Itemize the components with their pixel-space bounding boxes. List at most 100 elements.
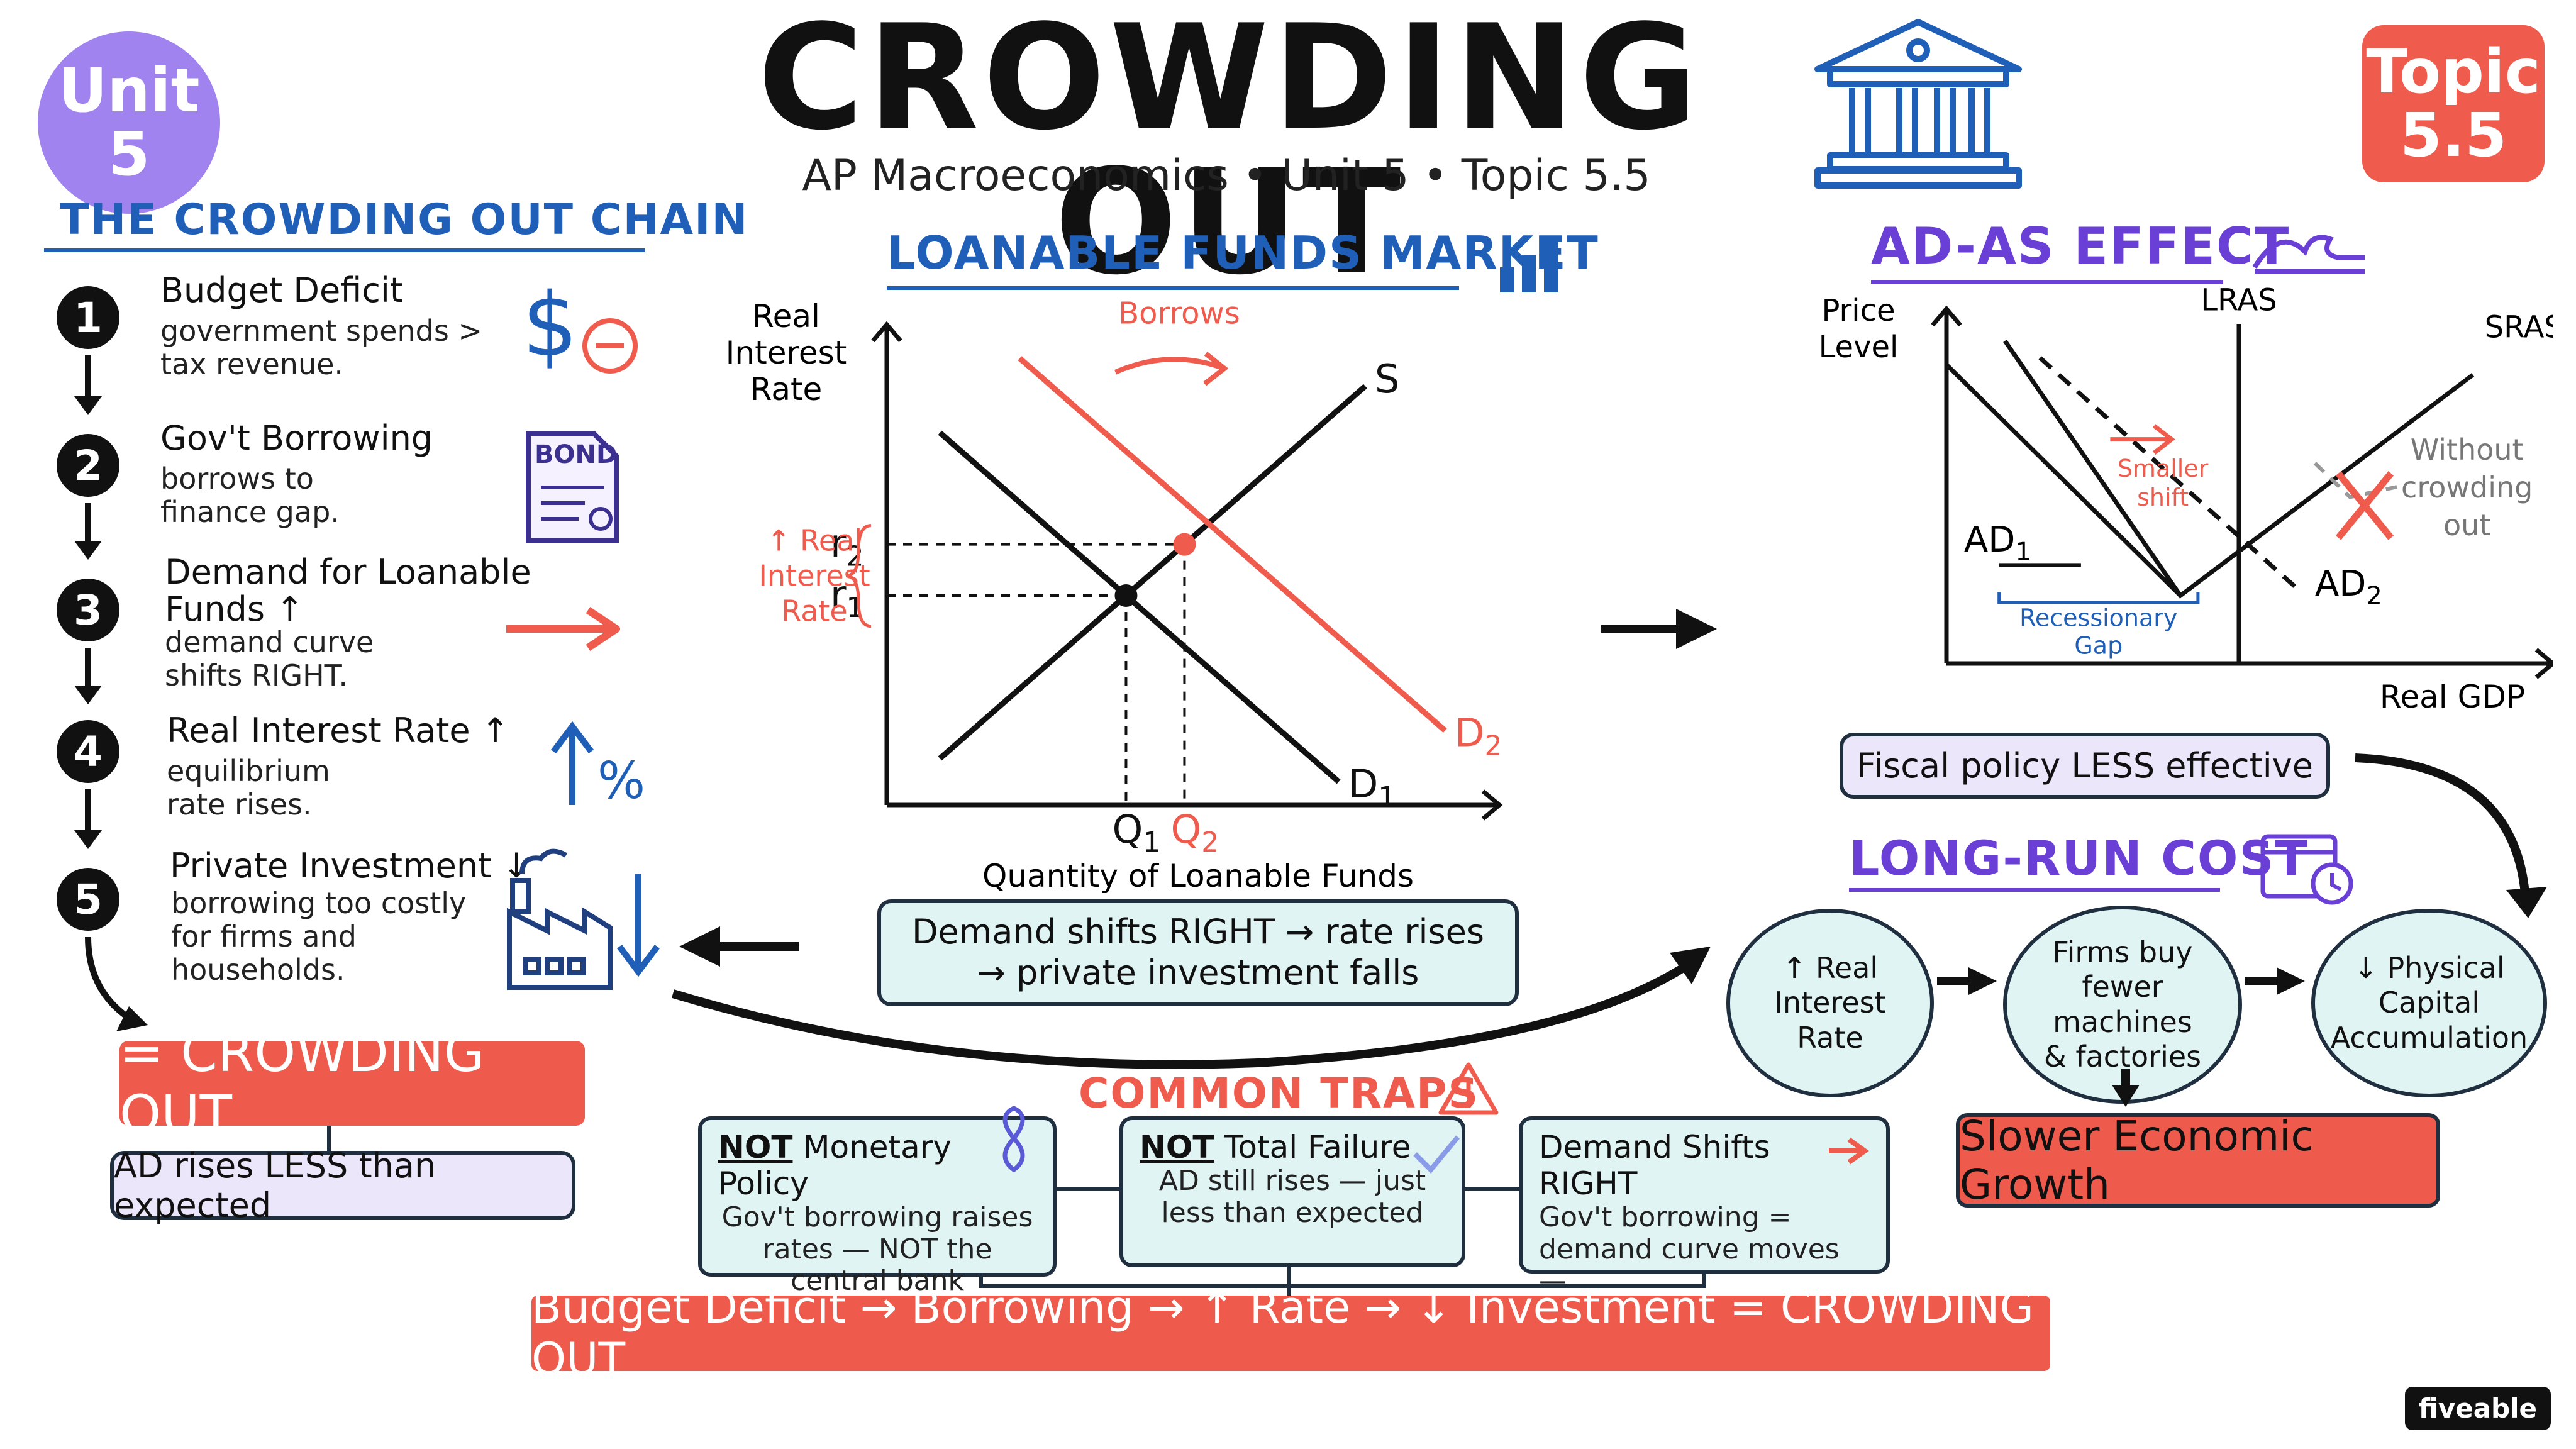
- adas-cross-line-2: [2335, 471, 2394, 540]
- loanable-caption: Demand shifts RIGHT → rate rises → priva…: [877, 899, 1519, 1006]
- lf-shift-arrowhead: [1203, 352, 1229, 386]
- step-1-number: 1: [57, 286, 119, 349]
- chain-title-underline: [44, 248, 645, 252]
- fiscal-policy-note: Fiscal policy LESS effective: [1840, 733, 2330, 799]
- adas-ghost-shift: [2313, 462, 2397, 499]
- adas-curve-ad1: [1945, 363, 2182, 597]
- lf-curve-s: [938, 384, 1367, 761]
- longrun-title: LONG-RUN COST: [1849, 830, 2309, 886]
- step-3-number: 3: [57, 579, 119, 641]
- slower-growth-result: Slower Economic Growth: [1956, 1112, 2440, 1209]
- trap-3-title-rest: Demand Shifts RIGHT: [1539, 1129, 1770, 1202]
- step-5-number: 5: [57, 868, 119, 931]
- trap-2-description: AD still rises — just less than expected: [1158, 1165, 1426, 1229]
- loanable-title: LOANABLE FUNDS MARKET: [887, 226, 1599, 279]
- step-1-heading: Budget Deficit: [160, 270, 404, 310]
- unit-badge-label: Unit: [58, 55, 200, 126]
- trap-1-description: Gov't borrowing raises rates — NOT the c…: [721, 1201, 1033, 1297]
- unit-badge: Unit 5: [38, 31, 220, 214]
- chain-down-arrows: [74, 355, 148, 1031]
- bar-chart-icon: [1500, 236, 1558, 292]
- wave-icon: [2252, 235, 2365, 274]
- dollar-minus-icon: $: [522, 283, 638, 377]
- longrun-node-capital: ↓ Physical Capital Accumulation: [2311, 909, 2547, 1097]
- warning-icon: [1438, 1062, 1499, 1115]
- percent-up-icon: %: [547, 717, 654, 811]
- adas-label-ad2: AD2: [2315, 564, 2382, 611]
- adas-curve-ad2: [2038, 356, 2299, 591]
- lf-curve-d1: [938, 430, 1341, 784]
- chain-title: THE CROWDING OUT CHAIN: [60, 195, 749, 245]
- right-arrow-icon: [506, 607, 620, 651]
- step-4-heading: Real Interest Rate ↑: [167, 711, 510, 750]
- lf-equilibrium-1: [1114, 584, 1138, 607]
- longrun-node-2-text: Firms buy fewer machines & factories: [2043, 935, 2202, 1074]
- adas-gap-bracket: [1997, 592, 2200, 604]
- trap-demand-shifts: Demand Shifts RIGHT Gov't borrowing = de…: [1519, 1116, 1890, 1329]
- longrun-node-3-text: ↓ Physical Capital Accumulation: [2330, 951, 2528, 1055]
- step-2-number: 2: [57, 434, 119, 497]
- longrun-title-underline: [1849, 888, 2220, 892]
- step-2-heading: Gov't Borrowing: [160, 418, 433, 458]
- lf-tick-q2: Q2: [1170, 806, 1219, 858]
- step-4-number: 4: [57, 720, 119, 783]
- topic-badge-label: Topic: [2366, 36, 2541, 108]
- lf-annotation-govt-borrows: Gov'tBorrows: [1118, 289, 1240, 331]
- unit-badge-number: 5: [108, 119, 150, 189]
- step-4-description: equilibrium rate rises.: [167, 754, 330, 821]
- step-2-description: borrows to finance gap.: [160, 462, 340, 529]
- lf-brace: [845, 524, 872, 628]
- lf-y-axis-arrow: [871, 321, 902, 343]
- trap-2-title-rest: Total Failure: [1214, 1129, 1411, 1165]
- step-3-description: demand curve shifts RIGHT.: [165, 625, 374, 692]
- step-1-description: government spends > tax revenue.: [160, 314, 482, 381]
- trap-2-title-bold: NOT: [1140, 1129, 1214, 1165]
- adas-x-axis-label: Real GDP: [2380, 679, 2525, 715]
- svg-text:$: $: [522, 283, 578, 377]
- adas-label-sras: SRAS: [2485, 310, 2553, 345]
- longrun-node-1-text: ↑ Real Interest Rate: [1774, 951, 1886, 1055]
- result-connector: [327, 1126, 331, 1154]
- lf-label-d1: D1: [1348, 761, 1396, 813]
- bank-building-icon: [1814, 19, 2022, 189]
- trap-not-monetary: NOT Monetary Policy Gov't borrowing rais…: [698, 1116, 1057, 1297]
- topic-badge-number: 5.5: [2399, 100, 2507, 170]
- traps-title: COMMON TRAPS: [1079, 1069, 1480, 1118]
- brand-logo: fiveable: [2404, 1387, 2551, 1430]
- lf-label-s: S: [1375, 356, 1399, 402]
- adas-label-lras: LRAS: [2201, 286, 2277, 318]
- summary-banner: Budget Deficit → Borrowing → ↑ Rate → ↓ …: [531, 1282, 2050, 1385]
- trap-2-title: NOT Total Failure: [1140, 1129, 1445, 1165]
- adas-label-ad1: AD1: [1964, 519, 2031, 567]
- page-title: CROWDING OUT: [757, 0, 1702, 307]
- step-5-description: borrowing too costly for firms and house…: [171, 886, 467, 987]
- percent-icon-label: %: [597, 752, 646, 810]
- crowding-out-result: = CROWDING OUT: [119, 1022, 585, 1145]
- bond-icon-label: BOND: [535, 440, 618, 469]
- trap-not-total-failure: NOT Total Failure AD still rises — just …: [1119, 1116, 1465, 1267]
- adas-title-underline: [1871, 280, 2223, 284]
- loanable-title-underline: [887, 286, 1459, 290]
- topic-badge: Topic 5.5: [2362, 25, 2545, 182]
- trap-1-title: NOT Monetary Policy: [718, 1129, 1036, 1202]
- adas-x-axis-arrow: [2534, 648, 2553, 679]
- ad-less-note: AD rises LESS than expected: [110, 1146, 575, 1225]
- lf-x-axis-arrow: [1481, 789, 1503, 821]
- step-5-heading: Private Investment ↓: [170, 846, 531, 886]
- trap-3-title: Demand Shifts RIGHT: [1539, 1129, 1870, 1202]
- lf-tick-q1: Q1: [1112, 806, 1160, 858]
- trap-1-title-rest: Monetary Policy: [718, 1129, 952, 1202]
- lf-x-axis-label: Quantity of Loanable Funds: [982, 858, 1414, 893]
- adas-shift-arrowhead: [2153, 424, 2175, 455]
- page-subtitle: AP Macroeconomics • Unit 5 • Topic 5.5: [802, 151, 1651, 201]
- lf-curve-d2: [1018, 356, 1447, 733]
- step-3-heading: Demand for Loanable Funds ↑: [165, 552, 531, 630]
- lf-shift-arrow: [1114, 357, 1223, 375]
- longrun-node-machines: Firms buy fewer machines & factories: [2003, 906, 2242, 1104]
